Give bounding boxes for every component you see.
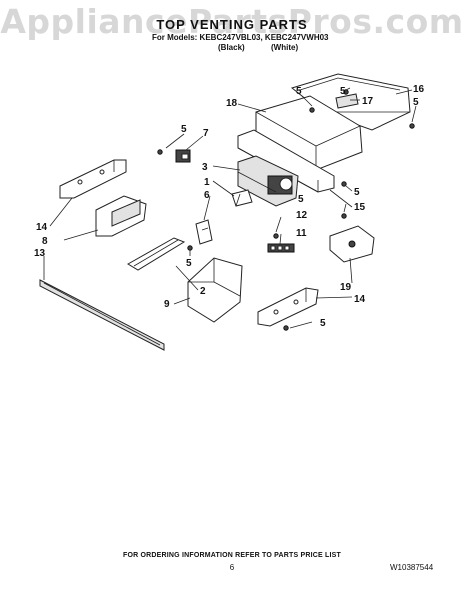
callout-14-right: 14 xyxy=(354,294,366,305)
part-rail-13 xyxy=(39,279,165,351)
callout-7: 7 xyxy=(203,128,209,139)
watermark: AppliancePartsPros.com xyxy=(0,2,464,41)
models-line: For Models: KEBC247VBL03, KEBC247VWH03 xyxy=(152,33,329,42)
callout-8: 8 xyxy=(42,236,48,247)
callout-2: 2 xyxy=(200,286,206,297)
variant-white: (White) xyxy=(271,43,299,52)
callout-19: 19 xyxy=(340,282,352,293)
part-block-1 xyxy=(231,189,253,207)
callout-14-left: 14 xyxy=(36,222,48,233)
part-screws xyxy=(187,107,347,331)
callout-15: 15 xyxy=(354,202,366,213)
part-terminal-block-11 xyxy=(267,243,295,253)
part-blower-motor-3 xyxy=(237,155,299,207)
part-screw-near-7 xyxy=(157,149,163,155)
part-plate-2 xyxy=(127,237,186,271)
part-bracket-19 xyxy=(329,225,375,263)
callout-5-cover: 5 xyxy=(296,86,302,97)
callout-11: 11 xyxy=(296,228,307,239)
variant-black: (Black) xyxy=(218,43,245,52)
leader-lines xyxy=(43,87,417,329)
callout-5-motor: 5 xyxy=(354,187,360,198)
callout-16: 16 xyxy=(413,84,425,95)
callout-1: 1 xyxy=(204,177,210,188)
callout-3: 3 xyxy=(202,162,208,173)
part-bracket-6 xyxy=(195,219,213,245)
page-number: 6 xyxy=(229,563,235,572)
callout-9: 9 xyxy=(164,299,170,310)
part-thermal-switch-7 xyxy=(175,149,191,163)
part-bracket-17 xyxy=(335,93,359,109)
page-title: TOP VENTING PARTS xyxy=(156,17,308,32)
callout-18: 18 xyxy=(226,98,238,109)
document-number: W10387544 xyxy=(390,563,434,572)
part-side-bracket-14-right xyxy=(257,287,319,327)
part-side-bracket-14-left xyxy=(59,159,127,199)
part-vent-funnel-8 xyxy=(95,195,147,237)
callout-labels: 16 5 17 5 5 18 5 7 3 1 6 5 5 15 12 11 14… xyxy=(34,84,425,329)
callout-5-right: 5 xyxy=(413,97,419,108)
callout-5-switch: 5 xyxy=(181,124,187,135)
part-duct-9 xyxy=(187,257,243,323)
callout-6: 6 xyxy=(204,190,210,201)
callout-5-mid: 5 xyxy=(298,194,304,205)
callout-13: 13 xyxy=(34,248,46,259)
callout-5-plate: 5 xyxy=(186,258,192,269)
callout-5-bottom: 5 xyxy=(320,318,326,329)
ordering-note: FOR ORDERING INFORMATION REFER TO PARTS … xyxy=(122,552,342,559)
callout-12: 12 xyxy=(296,210,308,221)
callout-5-top: 5 xyxy=(340,86,346,97)
part-screw-12 xyxy=(273,233,279,239)
callout-17: 17 xyxy=(362,96,374,107)
